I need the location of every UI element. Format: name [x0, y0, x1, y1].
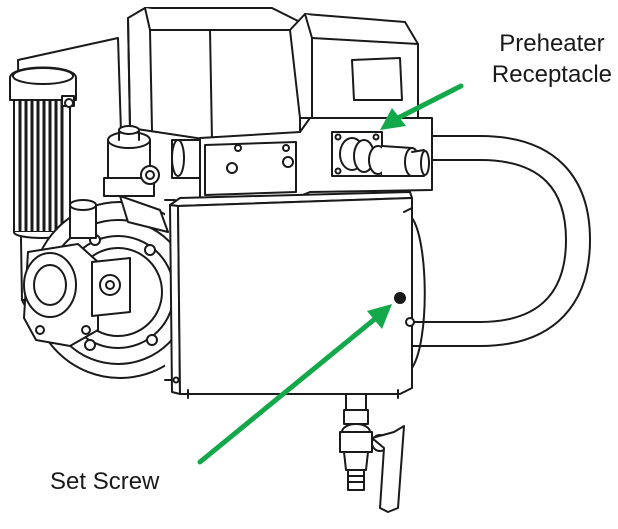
callout-arrows: [197, 83, 464, 465]
set-screw-arrow-head: [367, 304, 392, 329]
preheater-label-line1: Preheater: [499, 30, 605, 57]
preheater-receptacle-label: Preheater Receptacle: [492, 28, 612, 90]
motor: [127, 7, 301, 141]
solenoid-valve: [103, 125, 160, 197]
transformer-cover: [169, 191, 426, 399]
preheater-label-line2: Receptacle: [491, 61, 612, 88]
set-screw-arrow: [197, 315, 379, 465]
fuel-pump: [23, 243, 131, 347]
set-screw-label: Set Screw: [50, 468, 160, 495]
ignitor-box: [289, 13, 419, 119]
preheater-receptacle: [331, 131, 430, 177]
oil-filter: [9, 66, 77, 239]
preheater-arrow-head: [380, 108, 406, 130]
drain-valve: [339, 393, 405, 513]
preheater-arrow: [395, 83, 464, 121]
oil-line-loop: [397, 135, 591, 347]
